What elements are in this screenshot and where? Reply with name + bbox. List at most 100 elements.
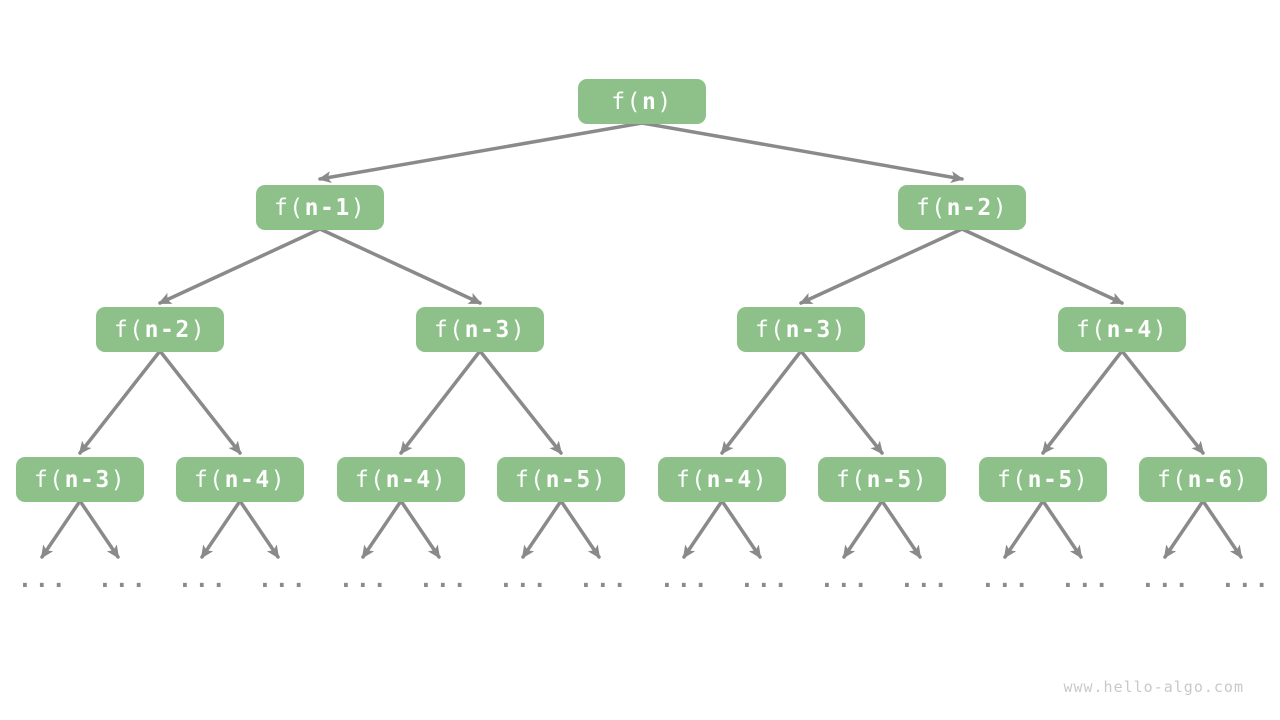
- node-label-suffix: ): [431, 466, 448, 493]
- leaf-edge: [880, 499, 922, 559]
- node-label-suffix: ): [190, 316, 207, 343]
- ellipsis-leaf: ...: [1061, 567, 1112, 593]
- leaf-edge: [1041, 499, 1083, 559]
- ellipsis-leaf: ...: [900, 567, 951, 593]
- node-label-suffix: ): [510, 316, 527, 343]
- node-label-arg: n: [641, 88, 658, 115]
- node-l3-f-n-3: f(n-3): [737, 307, 865, 352]
- node-label-suffix: ): [912, 466, 929, 493]
- node-label-suffix: ): [992, 194, 1009, 221]
- ellipsis-leaf: ...: [820, 567, 871, 593]
- node-label-suffix: ): [110, 466, 127, 493]
- ellipsis-leaf: ...: [1141, 567, 1192, 593]
- node-l3-f-n-4: f(n-4): [1058, 307, 1186, 352]
- node-label-prefix: f(: [33, 466, 65, 493]
- ellipsis-leaf: ...: [419, 567, 470, 593]
- node-label-arg: n-3: [464, 316, 511, 343]
- node-label-arg: n-2: [144, 316, 191, 343]
- ellipsis-leaf: ...: [499, 567, 550, 593]
- node-label-arg: n-5: [866, 466, 913, 493]
- node-l2-f-n-2: f(n-2): [898, 185, 1026, 230]
- leaf-edge: [361, 499, 403, 559]
- node-label-suffix: ): [350, 194, 367, 221]
- ellipsis-leaf: ...: [660, 567, 711, 593]
- node-l3-f-n-3: f(n-3): [416, 307, 544, 352]
- node-label-prefix: f(: [675, 466, 707, 493]
- ellipsis-leaf: ...: [981, 567, 1032, 593]
- node-label-suffix: ): [1152, 316, 1169, 343]
- leaf-edge: [1003, 499, 1045, 559]
- node-l2-f-n-1: f(n-1): [256, 185, 384, 230]
- node-label-arg: n-4: [224, 466, 271, 493]
- leaf-edge: [1163, 499, 1205, 559]
- node-label-prefix: f(: [1156, 466, 1188, 493]
- node-label-prefix: f(: [433, 316, 465, 343]
- node-label-suffix: ): [270, 466, 287, 493]
- tree-edge: [158, 227, 322, 305]
- node-label-suffix: ): [591, 466, 608, 493]
- node-label-prefix: f(: [514, 466, 546, 493]
- node-label-arg: n-5: [545, 466, 592, 493]
- ellipsis-leaf: ...: [258, 567, 309, 593]
- node-l1-f-n: f(n): [578, 79, 706, 124]
- leaf-edge: [521, 499, 563, 559]
- node-label-prefix: f(: [835, 466, 867, 493]
- leaf-edge: [720, 499, 762, 559]
- tree-edge: [478, 349, 563, 455]
- node-label-prefix: f(: [1075, 316, 1107, 343]
- leaf-edge: [78, 499, 120, 559]
- ellipsis-leaf: ...: [740, 567, 791, 593]
- ellipsis-leaf: ...: [1221, 567, 1272, 593]
- node-l4-f-n-5: f(n-5): [979, 457, 1107, 502]
- node-label-prefix: f(: [915, 194, 947, 221]
- node-label-prefix: f(: [611, 88, 642, 115]
- node-label-arg: n-4: [1106, 316, 1153, 343]
- node-label-prefix: f(: [354, 466, 386, 493]
- ellipsis-leaf: ...: [178, 567, 229, 593]
- node-label-prefix: f(: [113, 316, 145, 343]
- node-l3-f-n-2: f(n-2): [96, 307, 224, 352]
- tree-edge: [960, 227, 1124, 305]
- node-l4-f-n-6: f(n-6): [1139, 457, 1267, 502]
- leaf-edge: [559, 499, 601, 559]
- leaf-edge: [238, 499, 280, 559]
- node-label-arg: n-6: [1187, 466, 1234, 493]
- ellipsis-leaf: ...: [339, 567, 390, 593]
- node-l4-f-n-3: f(n-3): [16, 457, 144, 502]
- leaf-edge: [1201, 499, 1243, 559]
- leaf-edge: [399, 499, 441, 559]
- leaf-edge: [200, 499, 242, 559]
- node-label-arg: n-5: [1027, 466, 1074, 493]
- node-label-prefix: f(: [996, 466, 1028, 493]
- node-l4-f-n-4: f(n-4): [658, 457, 786, 502]
- node-label-suffix: ): [1073, 466, 1090, 493]
- tree-edge: [799, 349, 884, 455]
- node-label-prefix: f(: [754, 316, 786, 343]
- leaf-edge: [682, 499, 724, 559]
- node-label-arg: n-4: [706, 466, 753, 493]
- node-label-arg: n-2: [946, 194, 993, 221]
- tree-edge: [318, 121, 644, 184]
- node-l4-f-n-5: f(n-5): [497, 457, 625, 502]
- tree-edge: [158, 349, 242, 455]
- node-label-suffix: ): [657, 88, 673, 115]
- tree-edge: [318, 227, 482, 305]
- tree-edge: [1041, 349, 1124, 455]
- node-label-arg: n-3: [785, 316, 832, 343]
- node-label-arg: n-3: [64, 466, 111, 493]
- ellipsis-leaf: ...: [18, 567, 69, 593]
- node-label-suffix: ): [1233, 466, 1250, 493]
- node-label-prefix: f(: [273, 194, 305, 221]
- tree-edge: [1120, 349, 1205, 455]
- ellipsis-leaf: ...: [579, 567, 630, 593]
- node-label-suffix: ): [752, 466, 769, 493]
- node-l4-f-n-4: f(n-4): [337, 457, 465, 502]
- node-l4-f-n-4: f(n-4): [176, 457, 304, 502]
- tree-edge: [720, 349, 803, 455]
- leaf-edge: [842, 499, 884, 559]
- ellipsis-leaf: ...: [98, 567, 149, 593]
- tree-edge: [399, 349, 482, 455]
- tree-edge: [640, 121, 964, 184]
